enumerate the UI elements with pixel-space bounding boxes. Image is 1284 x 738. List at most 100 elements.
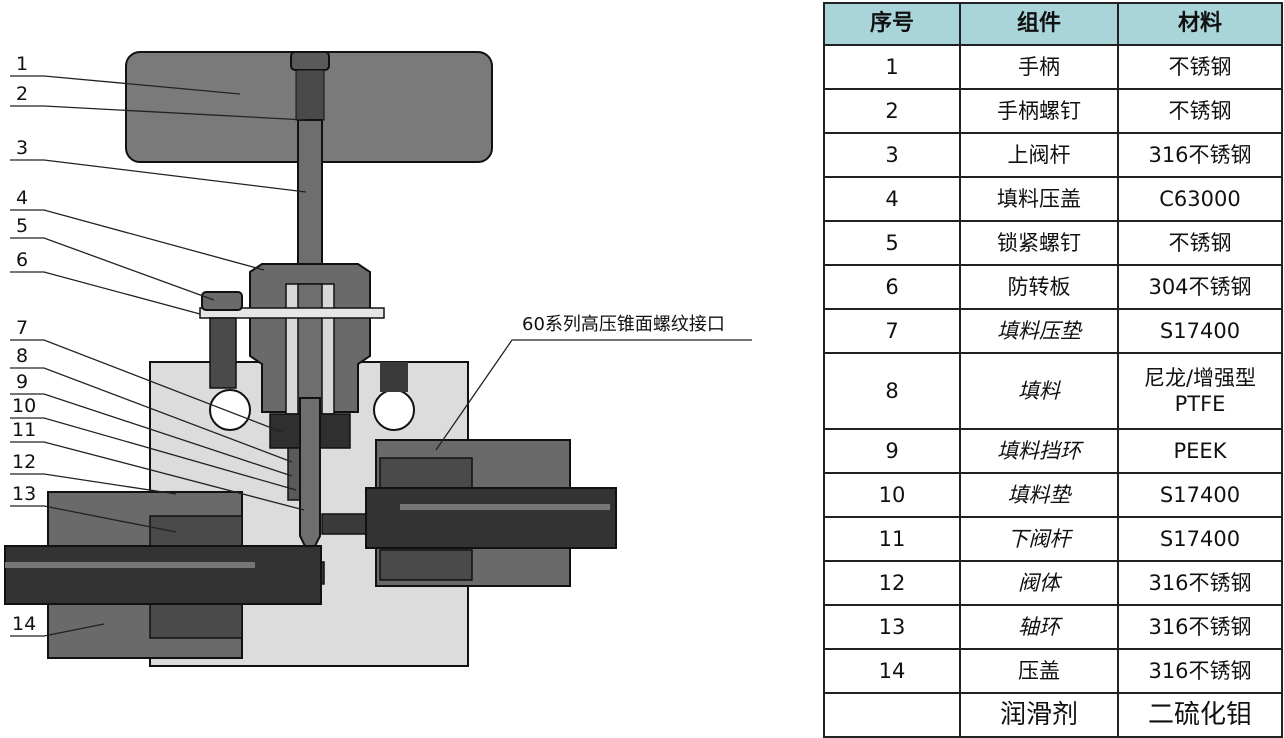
callout-label-9: 9: [16, 371, 28, 393]
table-cell-material: 316不锈钢: [1117, 132, 1283, 178]
table-cell-part: 填料垫: [959, 472, 1119, 518]
leader-2: [10, 105, 307, 121]
callout-label-6: 6: [16, 249, 28, 271]
table-cell-part: 手柄: [959, 44, 1119, 90]
table-cell-no: 7: [823, 308, 961, 354]
table-cell-part: 防转板: [959, 264, 1119, 310]
table-cell-material: 304不锈钢: [1117, 264, 1283, 310]
lock-screw-thread: [209, 317, 237, 389]
body-thread-hole: [380, 362, 408, 392]
callout-label-13: 13: [12, 483, 36, 505]
table-cell-part: 轴环: [959, 604, 1119, 650]
table-cell-material: 不锈钢: [1117, 44, 1283, 90]
table-cell-no: 3: [823, 132, 961, 178]
column-header-no: 序号: [823, 2, 961, 46]
table-cell-material: 不锈钢: [1117, 220, 1283, 266]
table-cell-material: S17400: [1117, 472, 1283, 518]
table-cell-no: 11: [823, 516, 961, 562]
right-tube: [365, 487, 617, 549]
leader-4: [10, 209, 265, 271]
handle-screw: [290, 51, 330, 71]
callout-number-labels: 1 2 3 4 5 6 7 8 9 10 11 12 13 14: [12, 53, 36, 635]
table-cell-no: 10: [823, 472, 961, 518]
table-cell-no: 8: [823, 352, 961, 430]
footer-cell-material: 二硫化钼: [1117, 692, 1283, 738]
callout-label-7: 7: [16, 317, 28, 339]
callout-label-2: 2: [16, 83, 28, 105]
callout-label-1: 1: [16, 53, 28, 75]
leader-3: [10, 159, 307, 193]
table-cell-part: 填料压盖: [959, 176, 1119, 222]
leader-9: [10, 393, 293, 477]
table-cell-part: 下阀杆: [959, 516, 1119, 562]
anti-rotation-plate: [199, 307, 385, 319]
callout-label-8: 8: [16, 345, 28, 367]
lock-screw-head: [201, 291, 243, 311]
table-cell-part: 锁紧螺钉: [959, 220, 1119, 266]
leader-13: [10, 505, 177, 533]
right-collar-thread-bottom: [379, 549, 473, 581]
table-cell-material: C63000: [1117, 176, 1283, 222]
left-collar-thread-bottom: [149, 603, 243, 639]
leader-6: [10, 271, 201, 315]
lower-stem: [299, 397, 321, 549]
table-cell-part: 上阀杆: [959, 132, 1119, 178]
leader-8: [10, 367, 293, 463]
table-cell-no: 13: [823, 604, 961, 650]
left-collar-thread-top: [149, 515, 243, 547]
callout-label-5: 5: [16, 215, 28, 237]
table-cell-material: 316不锈钢: [1117, 560, 1283, 606]
table-cell-no: 1: [823, 44, 961, 90]
table-cell-no: 2: [823, 88, 961, 134]
leader-7: [10, 339, 283, 433]
table-cell-material: 316不锈钢: [1117, 648, 1283, 694]
callout-label-11: 11: [12, 419, 36, 441]
table-cell-no: 6: [823, 264, 961, 310]
right-collar-thread-top: [379, 457, 473, 489]
bolt-hole-right: [373, 389, 415, 431]
table-cell-material: PEEK: [1117, 428, 1283, 474]
table-cell-part: 填料挡环: [959, 428, 1119, 474]
leader-14: [10, 623, 105, 637]
footer-cell-part: 润滑剂: [959, 692, 1119, 738]
interface-callout-label: 60系列高压锥面螺纹接口: [522, 314, 725, 335]
left-tube: [4, 545, 322, 605]
callout-label-10: 10: [12, 395, 36, 417]
table-cell-part: 手柄螺钉: [959, 88, 1119, 134]
leader-12: [10, 473, 177, 495]
table-cell-material: S17400: [1117, 516, 1283, 562]
table-cell-part: 阀体: [959, 560, 1119, 606]
table-cell-part: 压盖: [959, 648, 1119, 694]
table-cell-no: 5: [823, 220, 961, 266]
table-cell-part: 填料压垫: [959, 308, 1119, 354]
leader-lines: [10, 75, 752, 637]
left-tube-highlight: [5, 562, 255, 568]
upper-stem-inner: [297, 283, 323, 415]
table-cell-part: 填料: [959, 352, 1119, 430]
footer-cell-no: [823, 692, 961, 738]
table-cell-material: 316不锈钢: [1117, 604, 1283, 650]
bolt-hole-left: [209, 389, 251, 431]
leader-10: [10, 417, 297, 491]
leader-5: [10, 237, 215, 301]
callout-label-12: 12: [12, 451, 36, 473]
callout-label-3: 3: [16, 137, 28, 159]
callout-label-14: 14: [12, 613, 36, 635]
column-header-part: 组件: [959, 2, 1119, 46]
table-cell-no: 14: [823, 648, 961, 694]
leader-1: [10, 75, 241, 95]
table-footer-row: 润滑剂 二硫化钼: [823, 692, 1283, 738]
